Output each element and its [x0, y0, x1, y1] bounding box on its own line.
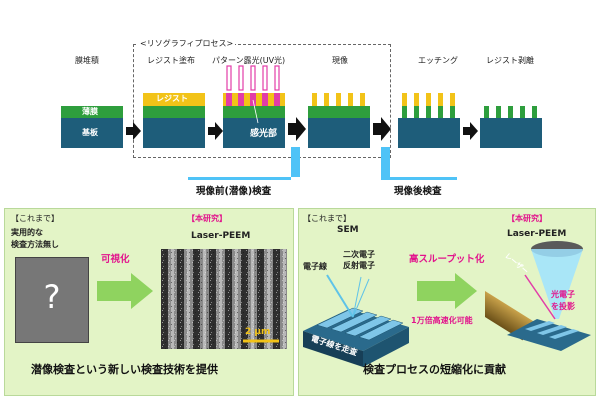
throughput-arrow [417, 273, 477, 309]
stack-development [308, 93, 370, 148]
laser-peem-graphic [485, 241, 591, 351]
process-flow: <リソグラフィプロセス> 膜堆積 レジスト塗布 パターン露光(UV光) 現像 エ… [0, 0, 600, 197]
this-research-tag-left: 【本研究】 [187, 214, 227, 223]
previous-tag-left: 【これまで】 [11, 214, 59, 223]
left-panel-caption: 潜像検査という新しい検査技術を提供 [31, 363, 218, 376]
stack-pattern-exposure [223, 65, 285, 148]
pre-development-inspection-arrow [188, 147, 300, 180]
step-label-etching: エッチング [418, 56, 458, 65]
step-label-pattern-exposure: パターン露光(UV光) [212, 56, 286, 65]
previous-text-line-1: 実用的な [11, 228, 43, 237]
visualization-label: 可視化 [101, 254, 130, 265]
visualization-arrow [97, 273, 153, 309]
high-throughput-label: 高スループット化 [409, 254, 485, 265]
flow-arrow-3 [288, 117, 306, 141]
lithography-bracket [133, 44, 391, 158]
scale-bar-label: 2 μm [245, 327, 271, 337]
photoelectron-line-1: 光電子 [551, 290, 575, 299]
exposed-region-label: 感光部 [250, 129, 278, 139]
reflected-electron-label: 反射電子 [343, 261, 375, 270]
pre-development-inspection-label: 現像前(潜像)検査 [196, 186, 272, 197]
this-research-tag-right: 【本研究】 [507, 214, 547, 223]
latent-image-inspection-panel: 【これまで】 実用的な 検査方法無し ? 可視化 【本研究】 Laser-PEE… [4, 208, 294, 396]
peem-latent-image [161, 249, 287, 349]
sem-label: SEM [337, 225, 359, 235]
step-label-resist-removal: レジスト剥離 [486, 56, 534, 65]
substrate-label: 基板 [82, 128, 98, 137]
stack-etching [398, 93, 460, 148]
electron-beam-label: 電子線 [303, 262, 327, 271]
resist-label: レジスト [156, 94, 188, 103]
post-development-inspection-arrow [381, 147, 457, 180]
laser-beam [524, 274, 556, 320]
process-flow-graphic [61, 65, 542, 180]
film-label: 薄膜 [82, 107, 98, 116]
laser-rod [485, 291, 535, 341]
previous-text-line-2: 検査方法無し [11, 240, 59, 249]
sem-sample-graphic [303, 274, 409, 367]
secondary-electron-label: 二次電子 [343, 250, 375, 259]
step-label-development: 現像 [332, 56, 348, 65]
step-label-resist-coating: レジスト塗布 [147, 56, 195, 65]
stack-film-deposition [61, 106, 123, 148]
right-panel-caption: 検査プロセスの短縮化に貢献 [363, 363, 506, 376]
lithography-bracket-label: <リソグラフィプロセス> [138, 38, 236, 49]
photoelectron-line-2: を投影 [551, 302, 575, 311]
question-mark-icon: ? [43, 278, 61, 316]
throughput-panel: 【これまで】 SEM 電子線 二次電子 反射電子 電子線を走査 高スループット化… [298, 208, 596, 396]
flow-arrow-5 [463, 122, 478, 140]
laser-peem-label-right: Laser-PEEM [507, 229, 567, 239]
previous-tag-right: 【これまで】 [303, 214, 351, 223]
flow-arrow-1 [126, 122, 141, 140]
laser-peem-label-left: Laser-PEEM [191, 231, 251, 241]
no-inspection-placeholder: ? [15, 257, 89, 343]
flow-arrow-4 [373, 117, 391, 141]
post-development-inspection-label: 現像後検査 [394, 186, 442, 197]
stack-resist-coating [143, 93, 205, 148]
speedup-label: 1万倍高速化可能 [411, 316, 473, 325]
stack-resist-removal [480, 106, 542, 148]
electron-beam-line [326, 274, 354, 318]
flow-arrow-2 [208, 122, 223, 140]
step-label-film-deposition: 膜堆積 [75, 56, 99, 65]
